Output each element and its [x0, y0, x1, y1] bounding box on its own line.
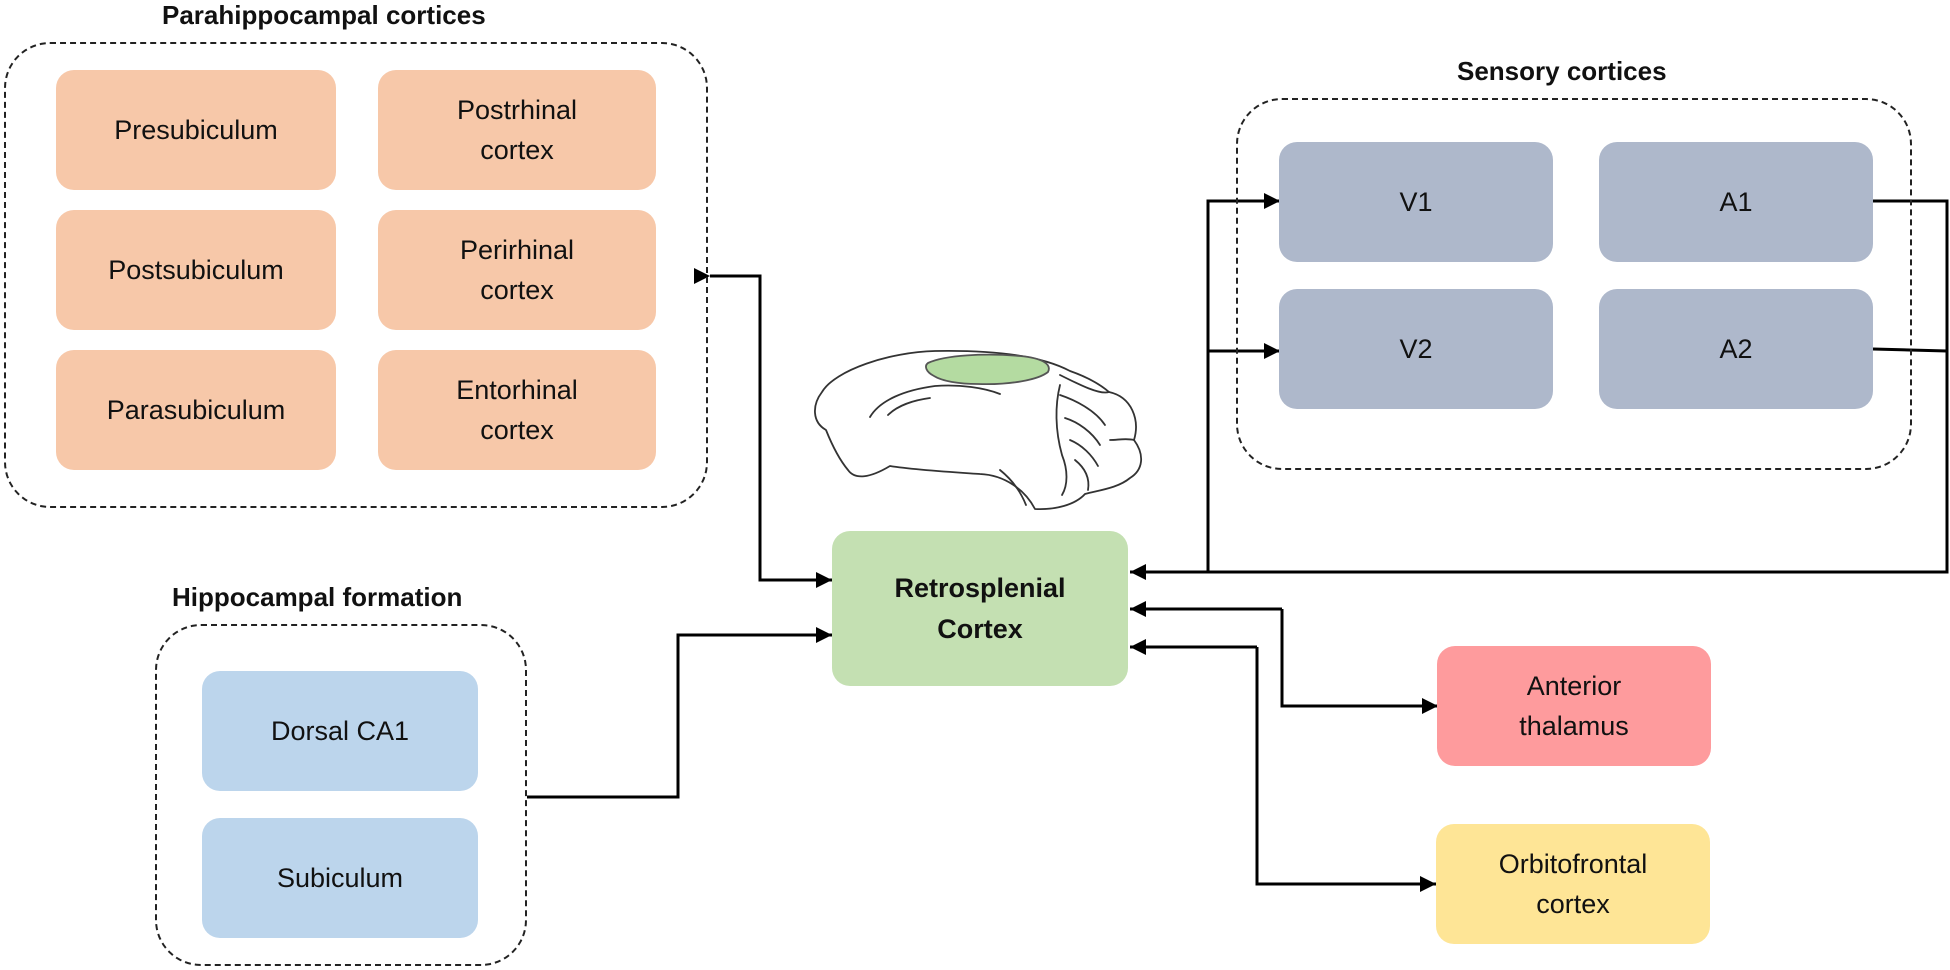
- subiculum-node: Subiculum: [202, 818, 478, 938]
- a2-node: A2: [1599, 289, 1873, 409]
- v1-node: V1: [1279, 142, 1553, 262]
- postsubiculum-node: Postsubiculum: [56, 210, 336, 330]
- arrow-rsc-v1: [1206, 193, 1280, 572]
- sensory-title: Sensory cortices: [1457, 56, 1667, 86]
- sensory-group: [1236, 98, 1912, 470]
- parahippocampal-group: [4, 42, 708, 508]
- arrow-hippocampal-rsc: [527, 627, 832, 799]
- retrosplenial-cortex-node: Retrosplenial Cortex: [832, 531, 1128, 686]
- hippocampal-group: [155, 624, 527, 966]
- rat-brain-sagittal-icon: [814, 349, 1142, 510]
- arrow-rsc-orbitofrontal: [1255, 647, 1436, 892]
- v2-node: V2: [1279, 289, 1553, 409]
- presubiculum-node: Presubiculum: [56, 70, 336, 190]
- a1-node: A1: [1599, 142, 1873, 262]
- entorhinal-cortex-node: Entorhinal cortex: [378, 350, 656, 470]
- parahippocampal-title: Parahippocampal cortices: [162, 0, 486, 30]
- perirhinal-cortex-node: Perirhinal cortex: [378, 210, 656, 330]
- arrow-rsc-anterior-thalamus: [1280, 609, 1438, 714]
- arrow-parahippocampal-rsc: [694, 268, 832, 588]
- anterior-thalamus-node: Anterior thalamus: [1437, 646, 1711, 766]
- dorsal-ca1-node: Dorsal CA1: [202, 671, 478, 791]
- hippocampal-title: Hippocampal formation: [172, 582, 463, 612]
- parasubiculum-node: Parasubiculum: [56, 350, 336, 470]
- postrhinal-cortex-node: Postrhinal cortex: [378, 70, 656, 190]
- orbitofrontal-cortex-node: Orbitofrontal cortex: [1436, 824, 1710, 944]
